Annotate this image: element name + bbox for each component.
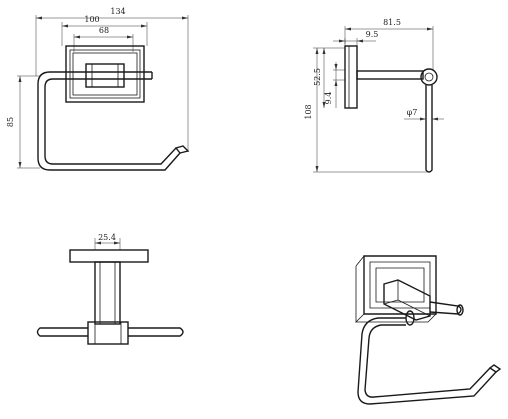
iso-arm-inner xyxy=(364,324,491,398)
label-81-5: 81.5 xyxy=(383,18,401,27)
top-center-block xyxy=(87,321,129,345)
label-9-5: 9.5 xyxy=(366,30,379,39)
dim-side-total-height: 108 xyxy=(304,47,430,173)
iso-arm-outer xyxy=(357,317,497,405)
side-view: 81.5 9.5 108 52.5 xyxy=(304,18,444,173)
label-100: 100 xyxy=(84,15,99,24)
holder-block xyxy=(85,63,125,88)
dim-front-width-block: 68 xyxy=(73,26,134,52)
dim-side-depth: 81.5 xyxy=(344,18,434,70)
side-wall-plate xyxy=(344,45,358,109)
wall-plate-inset xyxy=(72,52,138,96)
dim-side-rod-diameter: φ7 xyxy=(404,108,444,121)
dim-front-height: 85 xyxy=(6,75,40,169)
wall-plate-inner xyxy=(69,49,141,99)
dim-side-plate-thickness: 9.5 xyxy=(333,30,378,46)
iso-plate-inner xyxy=(375,267,425,303)
dim-top-base-depth: 25.4 xyxy=(94,233,121,250)
iso-plate-outer xyxy=(363,255,437,315)
paper-arm-outer xyxy=(37,71,181,171)
label-68: 68 xyxy=(99,26,109,35)
label-85: 85 xyxy=(6,117,15,127)
front-view: 134 100 68 85 xyxy=(6,7,190,171)
arm-tip xyxy=(174,145,190,154)
top-view: 25.4 xyxy=(36,233,184,345)
top-rod-left xyxy=(36,327,88,337)
iso-arm-tip xyxy=(488,364,502,373)
label-134: 134 xyxy=(110,7,125,16)
side-arm xyxy=(356,70,424,80)
label-52-5: 52.5 xyxy=(313,68,322,86)
iso-rod-cap xyxy=(456,304,464,316)
top-base-flange xyxy=(69,249,149,263)
side-down-rod xyxy=(425,85,433,173)
label-108: 108 xyxy=(304,104,313,119)
iso-plate-side xyxy=(355,255,437,323)
paper-arm-inner xyxy=(44,78,177,165)
side-elbow-inner xyxy=(424,72,434,82)
dim-side-block-height: 9.4 xyxy=(324,62,345,108)
dim-front-width-total: 134 xyxy=(35,7,189,152)
label-phi-7: φ7 xyxy=(407,108,418,117)
wall-plate-outer xyxy=(65,45,145,103)
top-rod-right xyxy=(128,327,184,337)
isometric-view xyxy=(355,255,502,405)
iso-rod-right xyxy=(429,301,462,315)
top-stem xyxy=(94,261,121,325)
label-9-4: 9.4 xyxy=(324,92,333,105)
label-25-4: 25.4 xyxy=(98,233,116,242)
dim-side-center-height: 52.5 xyxy=(313,48,326,108)
dim-front-width-plate: 100 xyxy=(61,15,148,46)
side-elbow-outer xyxy=(420,68,438,86)
